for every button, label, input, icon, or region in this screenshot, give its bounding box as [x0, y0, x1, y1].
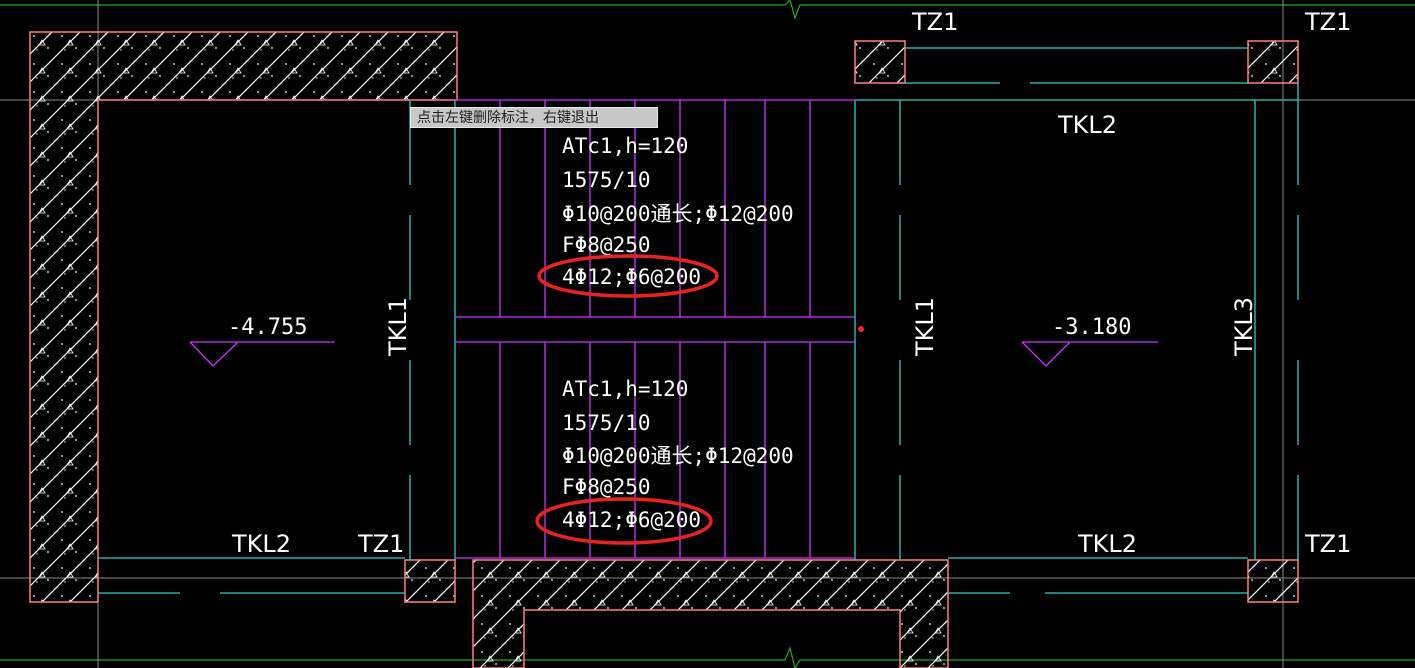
stair-annotation-lower[interactable]: ATc1,h=120 1575/10 Φ10@200通长;Φ12@200 FΦ8… [562, 377, 794, 532]
stair-treads[interactable] [455, 99, 855, 559]
elevation-marker-left[interactable] [189, 341, 335, 367]
highlight-circle-lower [535, 497, 713, 545]
column-tz1-bottom-left[interactable] [404, 559, 456, 603]
label-tkl2-top[interactable]: TKL2 [1057, 111, 1117, 139]
stair-rebar-distribution[interactable]: FΦ8@250 [562, 475, 651, 499]
label-tkl2-bottom-left[interactable]: TKL2 [231, 530, 291, 558]
command-tooltip: 点击左键删除标注，右键退出 [410, 107, 658, 128]
elevation-marker-right[interactable] [1021, 341, 1158, 367]
stair-name[interactable]: ATc1,h=120 [562, 377, 688, 401]
column-tz1-top-right[interactable] [1247, 40, 1299, 84]
stair-rebar-main[interactable]: Φ10@200通长;Φ12@200 [562, 444, 794, 468]
stair-rebar-edge[interactable]: 4Φ12;Φ6@200 [562, 508, 701, 532]
stair-rebar-main[interactable]: Φ10@200通长;Φ12@200 [562, 202, 794, 226]
label-tz1-top-right[interactable]: TZ1 [1304, 8, 1351, 36]
highlight-circle-upper [537, 254, 719, 298]
label-tkl1-left[interactable]: TKL1 [384, 297, 412, 357]
stair-name[interactable]: ATc1,h=120 [562, 134, 688, 158]
wall-bottom [472, 559, 949, 668]
selection-point[interactable] [858, 326, 864, 332]
label-tz1-bottom-left[interactable]: TZ1 [357, 530, 404, 558]
beam-lines [98, 47, 1299, 594]
stair-annotation-upper[interactable]: ATc1,h=120 1575/10 Φ10@200通长;Φ12@200 FΦ8… [562, 134, 794, 289]
stair-dims[interactable]: 1575/10 [562, 411, 651, 435]
label-tkl1-right[interactable]: TKL1 [911, 297, 939, 357]
column-tz1-top-left[interactable] [854, 40, 906, 84]
label-tz1-bottom-right[interactable]: TZ1 [1304, 530, 1351, 558]
wall-left [29, 31, 458, 603]
elevation-right-value[interactable]: -3.180 [1052, 315, 1131, 340]
label-tkl3[interactable]: TKL3 [1230, 297, 1258, 357]
elevation-left-value[interactable]: -4.755 [228, 315, 307, 340]
stair-dims[interactable]: 1575/10 [562, 168, 651, 192]
column-tz1-bottom-right[interactable] [1247, 559, 1299, 603]
stair-rebar-distribution[interactable]: FΦ8@250 [562, 233, 651, 257]
label-tz1-top-left[interactable]: TZ1 [911, 8, 958, 36]
stair-rebar-edge[interactable]: 4Φ12;Φ6@200 [562, 265, 701, 289]
label-tkl2-bottom-right[interactable]: TKL2 [1077, 530, 1137, 558]
